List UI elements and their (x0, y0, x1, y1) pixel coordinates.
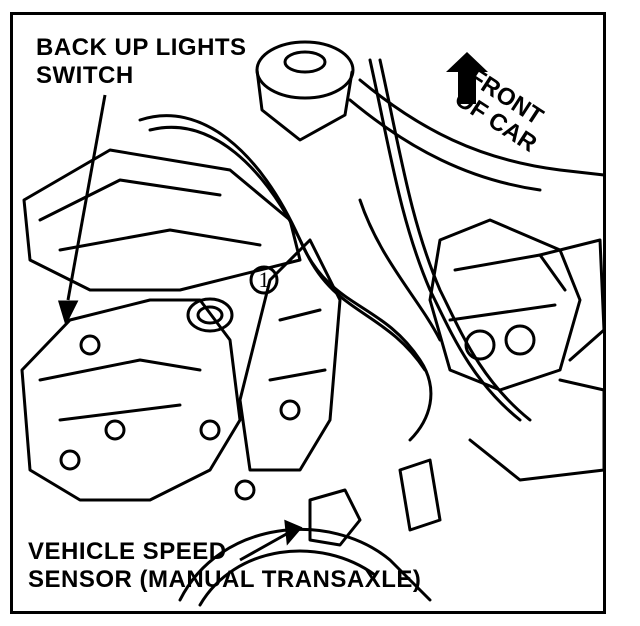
intake-bracket (238, 238, 342, 472)
transaxle-housing (20, 298, 242, 502)
front-arrow-icon (446, 52, 488, 104)
bolt (234, 479, 256, 501)
speed-sensor-arrowhead (284, 519, 303, 546)
backup-switch-leader (66, 94, 107, 301)
coil-pack (428, 218, 582, 392)
engine-cover (22, 148, 302, 292)
bolt (104, 419, 126, 441)
backup-lights-switch-label: BACK UP LIGHTS SWITCH (36, 34, 247, 89)
vehicle-speed-sensor-label: VEHICLE SPEED SENSOR (MANUAL TRANSAXLE) (28, 538, 421, 593)
bolt (79, 334, 101, 356)
backup-label-line-1: BACK UP LIGHTS (36, 34, 247, 61)
wiring-harness (138, 114, 433, 442)
speed-sensor (308, 488, 362, 547)
backup-label-line-2: SWITCH (36, 61, 134, 89)
backup-switch-arrowhead (57, 300, 79, 327)
callout-circle (249, 265, 279, 295)
speed-label-line-2: SENSOR (MANUAL TRANSAXLE) (28, 565, 422, 593)
callout-number: 1 (258, 267, 270, 292)
speed-sensor-leader (239, 530, 291, 562)
bolt (59, 449, 81, 471)
air-cleaner (255, 40, 355, 100)
bolt (279, 399, 301, 421)
bolt (199, 419, 221, 441)
speed-label-line-1: VEHICLE SPEED (28, 538, 227, 565)
